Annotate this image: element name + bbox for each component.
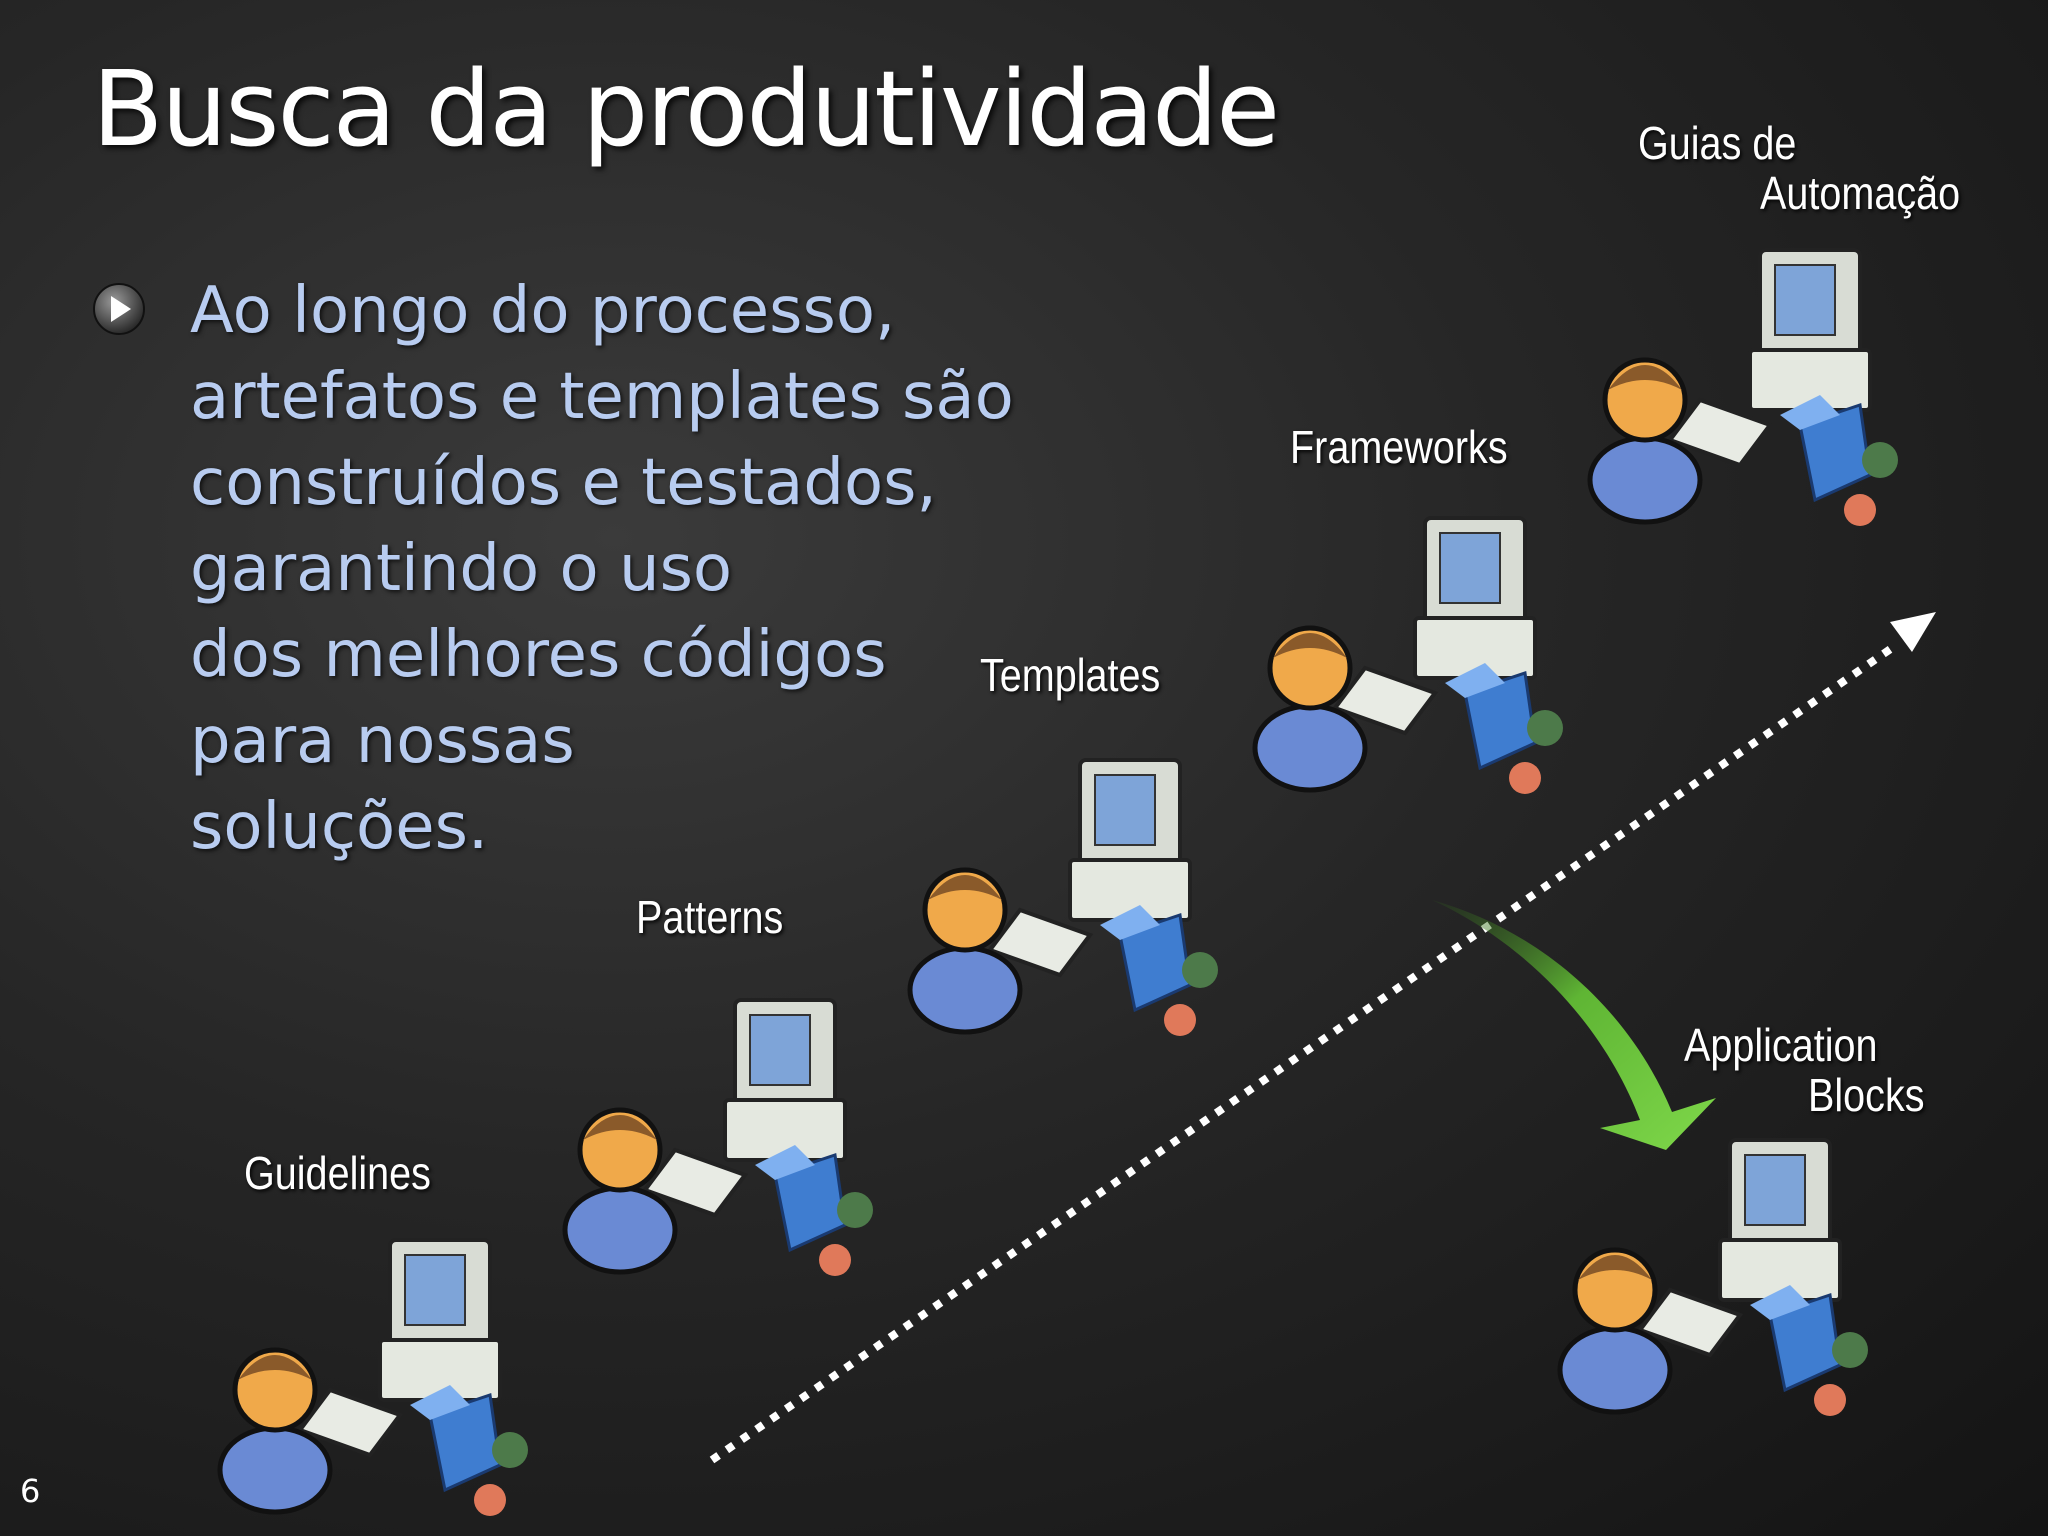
box-icon [1445,663,1537,771]
box-icon [1750,1285,1842,1393]
computer-icon [1413,516,1537,680]
label-templates: Templates [980,649,1161,701]
label-guias-line1: Guias de [1638,117,1797,169]
label-frameworks: Frameworks [1290,421,1508,473]
bullet-arrow-icon [93,283,145,335]
workstation-frameworks [1235,498,1575,798]
bullet-line: para nossas [190,704,575,778]
workstation-guidelines [200,1220,540,1520]
box-icon [755,1145,847,1253]
keyboard-icon [296,1387,404,1458]
workstation-templates [890,740,1230,1040]
person-icon [1587,357,1703,525]
keyboard-icon [641,1147,749,1218]
puzzle-icon [474,1432,528,1516]
computer-icon [723,998,847,1162]
computer-icon [1068,758,1192,922]
puzzle-icon [1164,952,1218,1036]
puzzle-icon [1509,710,1563,794]
keyboard-icon [1666,397,1774,468]
bullet-line: Ao longo do processo, [190,274,896,348]
box-icon [1780,395,1872,503]
green-curved-arrow [1432,900,1716,1150]
label-guias-line2: Automação [1760,167,1961,219]
keyboard-icon [1636,1287,1744,1358]
slide-title: Busca da produtividade [92,48,1280,170]
computer-icon [1748,248,1872,412]
growth-dotted-arrow [709,612,1936,1464]
keyboard-icon [986,907,1094,978]
label-guidelines: Guidelines [244,1147,431,1199]
label-application-blocks-line1: Application [1684,1019,1878,1071]
computer-icon [1718,1138,1842,1302]
bullet-line: artefatos e templates são [190,360,1014,434]
bullet-line: soluções. [190,790,489,864]
box-icon [1100,905,1192,1013]
slide-page-number: 6 [20,1472,41,1510]
bullet-line: dos melhores códigos [190,618,887,692]
workstation-guias [1570,230,1910,530]
puzzle-icon [1814,1332,1868,1416]
puzzle-icon [1844,442,1898,526]
bullet-line: construídos e testados, [190,446,937,520]
bullet-text: Ao longo do processo, artefatos e templa… [190,268,1090,870]
box-icon [410,1385,502,1493]
person-icon [217,1347,333,1515]
label-patterns: Patterns [636,891,784,943]
person-icon [1252,625,1368,793]
keyboard-icon [1331,665,1439,736]
workstation-application-blocks [1540,1120,1880,1420]
computer-icon [378,1238,502,1402]
person-icon [1557,1247,1673,1415]
person-icon [907,867,1023,1035]
workstation-patterns [545,980,885,1280]
person-icon [562,1107,678,1275]
puzzle-icon [819,1192,873,1276]
label-application-blocks-line2: Blocks [1808,1069,1925,1121]
bullet-line: garantindo o uso [190,532,733,606]
